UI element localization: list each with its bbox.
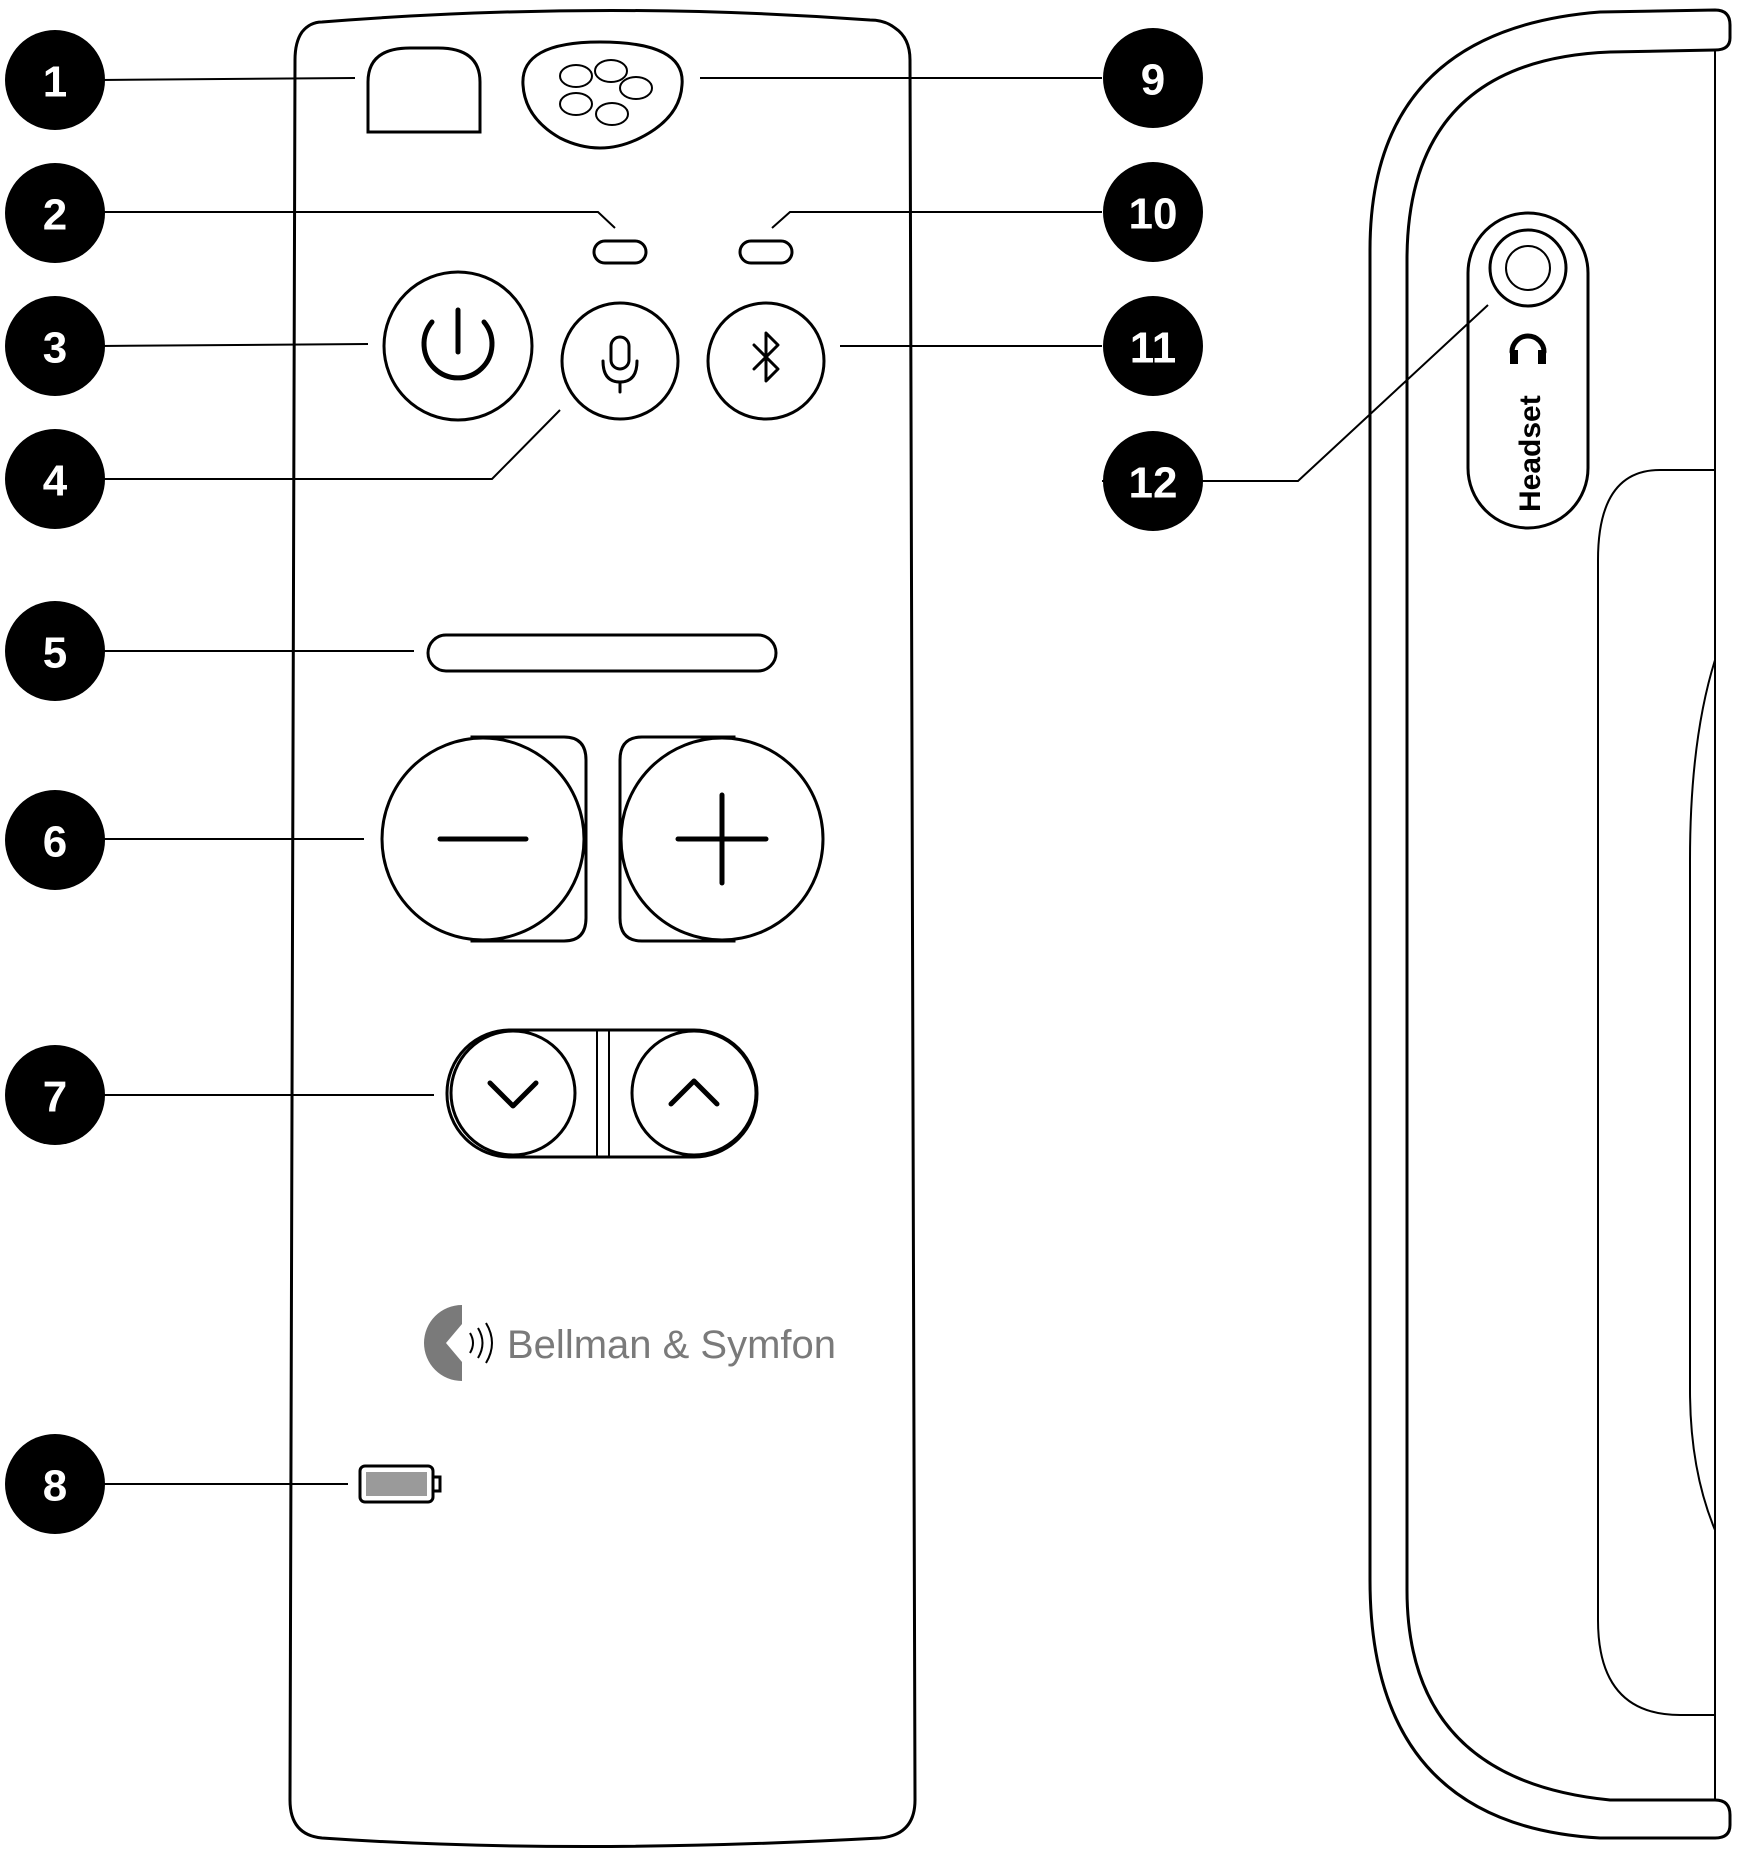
brand-logo: Bellman & Symfon <box>424 1305 836 1381</box>
side-panel-recess <box>1597 469 1715 1716</box>
battery-icon <box>358 1464 442 1504</box>
display-slot <box>426 633 778 673</box>
led-indicator-right <box>738 239 794 265</box>
bluetooth-icon <box>752 331 780 383</box>
program-down-button[interactable] <box>449 1029 577 1157</box>
svg-text:10: 10 <box>1129 190 1178 239</box>
callout-9: 9 <box>1103 28 1203 128</box>
headset-jack-panel: Headset <box>1466 211 1590 530</box>
microphone-icon <box>601 335 639 394</box>
svg-text:1: 1 <box>43 58 67 107</box>
leader-line-2 <box>100 211 616 229</box>
headset-jack[interactable] <box>1488 228 1568 308</box>
leader-line-10 <box>771 211 1102 229</box>
svg-text:6: 6 <box>43 818 67 867</box>
callout-6: 6 <box>5 790 105 890</box>
callout-1: 1 <box>5 30 105 130</box>
light-sensor-window <box>366 46 482 134</box>
svg-text:5: 5 <box>43 629 67 678</box>
battery-level <box>366 1472 427 1496</box>
chevron-down-icon <box>487 1080 539 1109</box>
callout-10: 10 <box>1103 162 1203 262</box>
plus-icon <box>675 792 769 886</box>
callout-3: 3 <box>5 296 105 396</box>
program-up-button[interactable] <box>630 1029 758 1157</box>
side-panel-contour <box>1689 659 1716 1531</box>
device-side: Headset <box>1368 8 1732 1840</box>
callout-5: 5 <box>5 601 105 701</box>
callout-4: 4 <box>5 429 105 529</box>
svg-text:7: 7 <box>43 1073 67 1122</box>
device-front-body <box>288 8 917 1848</box>
device-front: Bellman & Symfon <box>288 8 917 1848</box>
headphone-icon <box>1509 333 1547 364</box>
brand-name: Bellman & Symfon <box>507 1323 836 1367</box>
callouts: 1 2 3 4 5 6 7 8 <box>5 28 1203 1534</box>
callout-12: 12 <box>1103 431 1203 531</box>
power-icon <box>421 307 495 381</box>
svg-text:4: 4 <box>43 457 68 506</box>
callout-2: 2 <box>5 163 105 263</box>
volume-down-button[interactable] <box>380 735 588 943</box>
svg-text:3: 3 <box>43 324 67 373</box>
svg-text:12: 12 <box>1129 459 1178 508</box>
svg-text:2: 2 <box>43 191 67 240</box>
svg-text:9: 9 <box>1141 56 1165 105</box>
microphone-button[interactable] <box>560 301 680 421</box>
svg-text:11: 11 <box>1130 324 1177 373</box>
svg-text:8: 8 <box>43 1462 67 1511</box>
bellman-logo-icon <box>424 1305 493 1381</box>
headset-label: Headset <box>1514 395 1547 512</box>
volume-up-button[interactable] <box>618 735 825 943</box>
callout-11: 11 <box>1103 296 1203 396</box>
leader-line-3 <box>99 343 369 347</box>
callout-8: 8 <box>5 1434 105 1534</box>
bluetooth-button[interactable] <box>706 301 826 421</box>
microphone-grille <box>521 40 684 150</box>
chevron-up-icon <box>668 1078 720 1107</box>
callout-7: 7 <box>5 1045 105 1145</box>
leader-lines <box>99 77 1489 1485</box>
led-indicator-left <box>592 239 648 265</box>
power-button[interactable] <box>382 270 534 422</box>
side-shell-outer <box>1368 8 1732 1840</box>
leader-line-1 <box>99 77 356 81</box>
leader-line-4 <box>100 409 561 480</box>
